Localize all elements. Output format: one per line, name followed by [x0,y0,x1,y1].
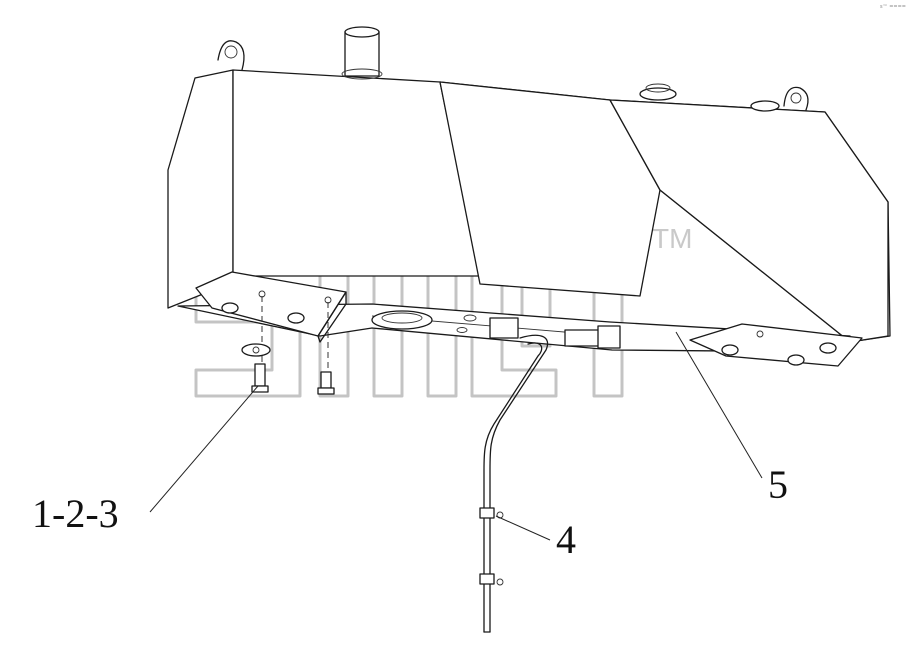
right-mounting-bracket [689,323,863,367]
fuel-pipe [479,334,549,633]
bolt-washer-group [241,296,335,395]
tank-right-section [439,81,891,343]
left-mounting-bracket [195,271,347,343]
leader-line-5 [675,331,763,479]
leader-line-4 [495,515,551,541]
corner-mark: s™ ==== [880,4,906,10]
tank-left-section [167,26,481,309]
callout-label-pipe: 4 [556,517,576,562]
callout-label-bolt-group: 1-2-3 [32,491,119,536]
leader-line-1-2-3 [149,385,259,513]
watermark-trademark: TM [652,223,692,254]
callout-label-tank: 5 [768,462,788,507]
